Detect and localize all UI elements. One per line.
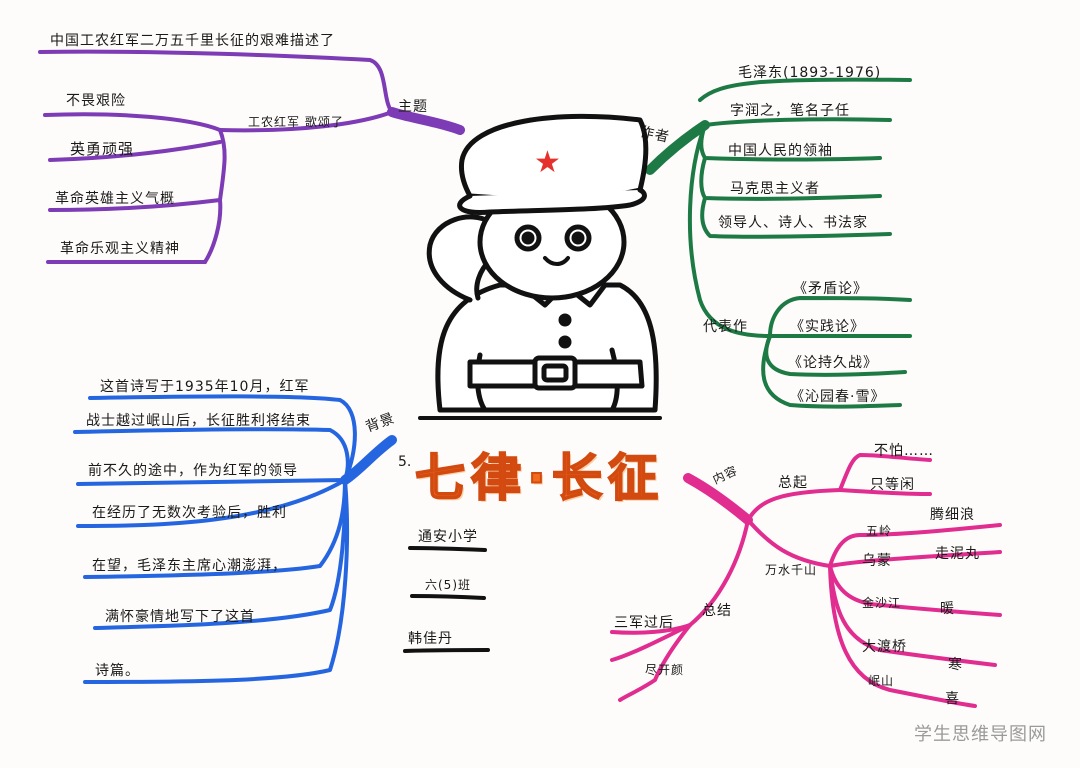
background-line: 满怀豪情地写下了这首 bbox=[105, 609, 255, 625]
content-place: 金沙江 bbox=[862, 596, 902, 610]
author-works-label: 代表作 bbox=[703, 319, 748, 335]
author-work: 《沁园春·雪》 bbox=[790, 389, 886, 405]
content-end-label: 总结 bbox=[702, 603, 732, 619]
info-name: 韩佳丹 bbox=[408, 631, 453, 647]
info-lines bbox=[403, 546, 490, 653]
theme-label: 主题 bbox=[398, 99, 428, 115]
content-place: 五岭 bbox=[866, 524, 893, 538]
content-end-item: 三军过后 bbox=[614, 615, 674, 631]
theme-summary: 中国工农红军二万五千里长征的艰难描述了 bbox=[50, 33, 335, 49]
content-branch-lines bbox=[610, 453, 1002, 708]
author-item: 马克思主义者 bbox=[730, 181, 820, 197]
content-word: 走泥丸 bbox=[935, 546, 980, 562]
content-start-label: 总起 bbox=[778, 475, 808, 491]
content-word: 暖 bbox=[940, 601, 955, 617]
theme-item: 革命英雄主义气概 bbox=[55, 191, 175, 207]
title-number: 5. bbox=[398, 454, 412, 470]
content-word: 腾细浪 bbox=[930, 507, 975, 523]
theme-branch-lines bbox=[38, 49, 465, 265]
info-class: 六(5)班 bbox=[425, 578, 471, 592]
page-title: 七律·长征 bbox=[414, 448, 664, 508]
content-start-item: 不怕…… bbox=[874, 443, 934, 459]
background-line: 这首诗写于1935年10月，红军 bbox=[100, 379, 310, 395]
author-item: 中国人民的领袖 bbox=[728, 143, 833, 159]
author-work: 《论持久战》 bbox=[788, 355, 878, 371]
content-place: 岷山 bbox=[868, 674, 895, 688]
author-work: 《实践论》 bbox=[790, 319, 865, 335]
author-item: 毛泽东(1893-1976) bbox=[738, 65, 882, 81]
watermark: 学生思维导图网 bbox=[914, 724, 1047, 745]
content-start-item: 只等闲 bbox=[870, 477, 915, 493]
theme-item: 英勇顽强 bbox=[70, 140, 135, 158]
background-line: 前不久的途中，作为红军的领导 bbox=[88, 463, 298, 479]
background-line: 在望，毛泽东主席心潮澎湃， bbox=[92, 558, 287, 574]
soldier-saluting-icon bbox=[418, 113, 662, 420]
author-item: 领导人、诗人、书法家 bbox=[718, 215, 868, 231]
content-place: 乌蒙 bbox=[862, 553, 892, 569]
author-branch-lines bbox=[645, 77, 912, 409]
info-school: 通安小学 bbox=[418, 529, 478, 545]
author-item: 字润之，笔名子任 bbox=[730, 103, 850, 119]
author-work: 《矛盾论》 bbox=[793, 281, 868, 297]
content-word: 寒 bbox=[948, 657, 963, 673]
theme-sub-label: 工农红军 歌颂了 bbox=[248, 115, 344, 129]
theme-item: 革命乐观主义精神 bbox=[60, 241, 180, 257]
background-branch-lines bbox=[73, 394, 397, 684]
background-line: 战士越过岷山后，长征胜利将结束 bbox=[86, 413, 311, 429]
content-middle-label: 万水千山 bbox=[765, 563, 818, 577]
red-star-icon: ★ bbox=[534, 145, 561, 180]
content-place: 大渡桥 bbox=[862, 639, 907, 655]
content-end-item: 尽开颜 bbox=[645, 663, 685, 677]
background-line: 在经历了无数次考验后，胜利 bbox=[92, 505, 287, 521]
content-word: 喜 bbox=[945, 691, 960, 707]
theme-item: 不畏艰险 bbox=[66, 93, 126, 109]
background-line: 诗篇。 bbox=[95, 663, 140, 679]
